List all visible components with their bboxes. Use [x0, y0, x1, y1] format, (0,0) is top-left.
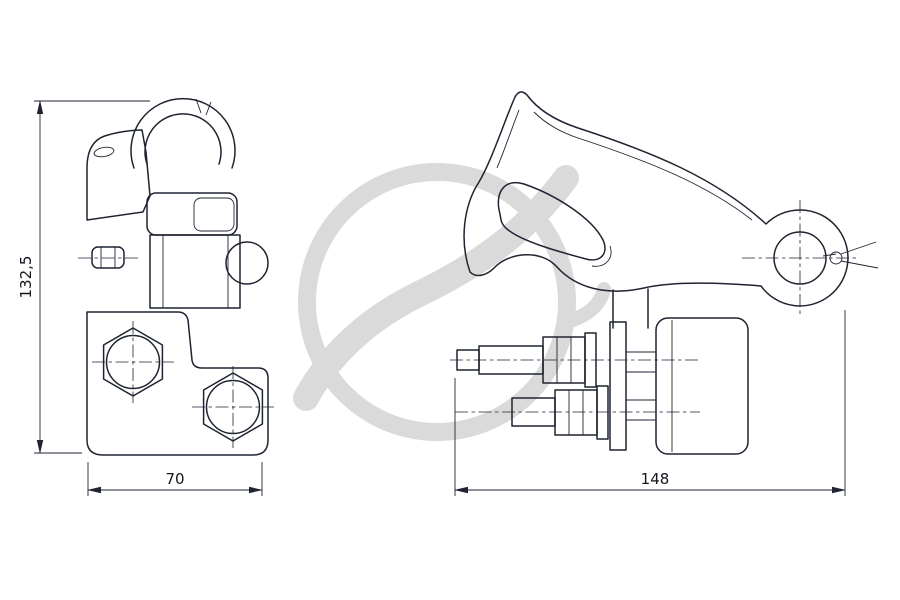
width-side-dimension-label: 70: [165, 470, 184, 488]
arm-inner-contours: [496, 109, 753, 221]
hinge-inner: [193, 197, 235, 232]
sheave-outer-arc: [130, 97, 236, 169]
lower-nut-facets: [568, 390, 584, 435]
arm-outline: [463, 91, 849, 307]
pivot-centerlines: [742, 200, 858, 316]
clevis: [91, 246, 125, 269]
lower-body-outline: [86, 311, 269, 456]
dimension-width-front: 148: [454, 310, 846, 496]
lower-washer: [596, 385, 609, 440]
keeper-plate: [609, 321, 627, 451]
ball-socket: [225, 241, 269, 285]
bolt-rods: [626, 351, 656, 421]
brand-logo-watermark-icon: [293, 163, 611, 441]
width-front-dimension-label: 148: [641, 470, 670, 488]
window-cutout: [497, 181, 606, 261]
sheave-inner-arc: [144, 113, 222, 165]
clevis-inner-lines: [100, 247, 116, 268]
watermark-swoosh: [293, 165, 579, 411]
hinge-block: [146, 192, 238, 236]
hex-bolt-upper-circle: [105, 334, 161, 390]
sheave-top-notch: [195, 98, 212, 116]
watermark-tail: [560, 282, 611, 329]
dimension-width-side: 70: [87, 462, 263, 496]
side-view: [78, 97, 274, 456]
cotter-pin-legs: [822, 241, 879, 269]
hex-bolt-upper-centerlines: [92, 321, 174, 403]
hex-bolt-lower-circle: [205, 379, 261, 435]
watermark-ring: [298, 163, 576, 441]
clamp-body-block: [655, 317, 749, 455]
dimension-height: 132,5: [17, 100, 150, 454]
width-front-extension-lines: [454, 310, 846, 496]
hex-bolt-lower-centerlines: [192, 366, 274, 448]
mid-body: [149, 234, 241, 309]
lower-nut: [554, 389, 598, 436]
cotter-pin-loop: [829, 251, 843, 265]
front-view: [450, 91, 879, 455]
window-outer-accent: [591, 245, 612, 267]
height-dimension-label: 132,5: [17, 256, 35, 299]
cap-hole: [93, 146, 115, 158]
mid-body-inner-lines: [162, 235, 229, 308]
cap-outline: [86, 129, 151, 221]
